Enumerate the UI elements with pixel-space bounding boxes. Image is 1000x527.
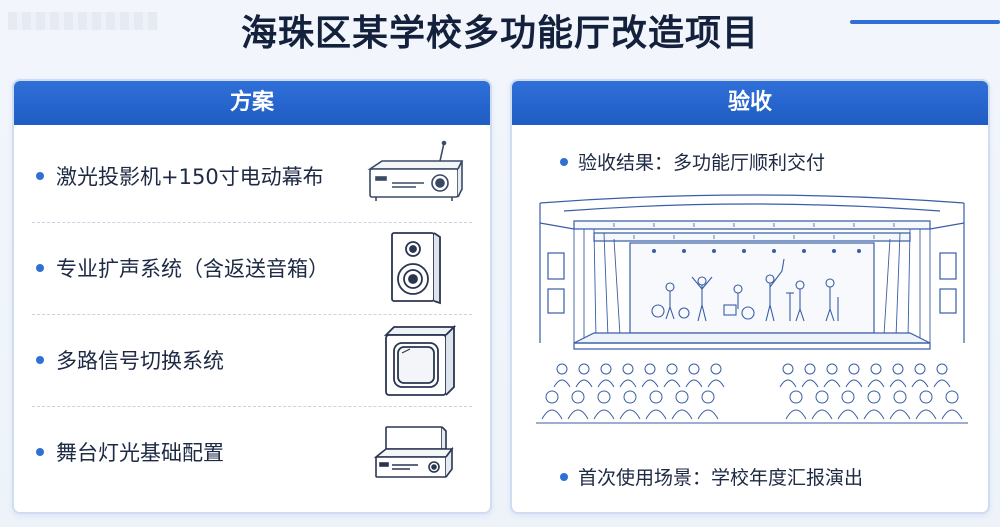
plan-panel-header: 方案 xyxy=(14,81,490,125)
subwoofer-icon xyxy=(383,324,457,396)
item-label: 舞台灯光基础配置 xyxy=(56,441,224,465)
list-item: 舞台灯光基础配置 xyxy=(32,407,472,499)
acceptance-panel-header: 验收 xyxy=(512,81,988,125)
decorative-stripes xyxy=(8,12,158,30)
list-item: 激光投影机+150寸电动幕布 xyxy=(32,131,472,223)
item-label: 专业扩声系统（含返送音箱） xyxy=(56,257,329,281)
bullet-dot xyxy=(560,473,568,481)
bullet-dot xyxy=(36,356,44,364)
decorative-accent-line xyxy=(850,20,1000,24)
list-item: 多路信号切换系统 xyxy=(32,315,472,407)
bullet-dot xyxy=(36,448,44,456)
acceptance-panel: 验收 验收结果：多功能厅顺利交付 xyxy=(510,79,990,514)
item-label: 激光投影机+150寸电动幕布 xyxy=(56,165,324,189)
bullet-dot xyxy=(560,158,568,166)
bullet-dot xyxy=(36,264,44,272)
lighting-console-icon xyxy=(373,426,454,478)
item-label: 多路信号切换系统 xyxy=(56,349,224,373)
page-title: 海珠区某学校多功能厅改造项目 xyxy=(240,13,759,54)
acceptance-result: 验收结果：多功能厅顺利交付 xyxy=(578,152,826,174)
auditorium-performance-illustration xyxy=(536,194,968,424)
bullet-dot xyxy=(36,172,44,180)
speaker-icon xyxy=(391,232,441,305)
laser-projector-icon xyxy=(367,140,464,201)
list-item: 专业扩声系统（含返送音箱） xyxy=(32,223,472,315)
first-use-scene: 首次使用场景：学校年度汇报演出 xyxy=(578,467,864,489)
plan-panel: 方案 激光投影机+150寸电动幕布 专业扩声系统（含返送音箱） xyxy=(12,79,492,514)
